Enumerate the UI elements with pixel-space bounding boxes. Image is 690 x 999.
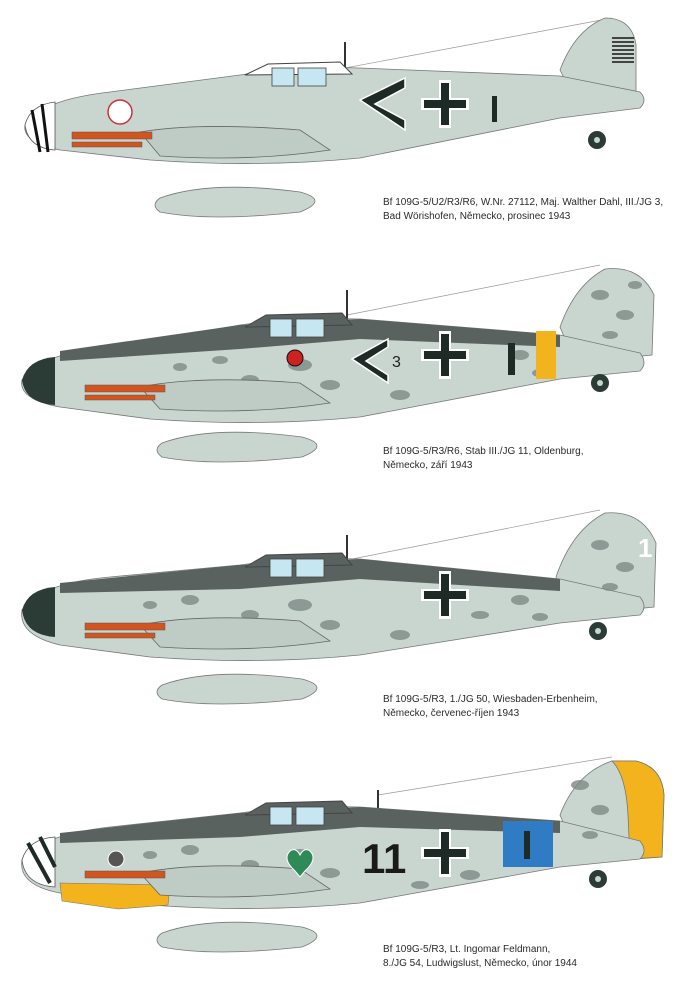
aircraft-profile-3: 1 Bf 109G-5/R3, 1./JG 50, Wiesbaden-Erbe… [0, 505, 690, 745]
caption-line: Bf 109G-5/R3, Lt. Ingomar Feldmann, [383, 944, 551, 955]
fuselage-number-4: 11 [362, 835, 406, 882]
caption-line: Bad Wörishofen, Německo, prosinec 1943 [383, 211, 571, 222]
caption-line: Bf 109G-5/U2/R3/R6, W.Nr. 27112, Maj. Wa… [383, 197, 664, 208]
profile-caption-4: Bf 109G-5/R3, Lt. Ingomar Feldmann, 8./J… [383, 943, 577, 971]
caption-line: Německo, září 1943 [383, 460, 473, 471]
aircraft-drawing-2: 3 [21, 264, 655, 463]
caption-line: Německo, červenec-říjen 1943 [383, 708, 520, 719]
fuselage-number-2: 3 [392, 354, 401, 371]
aircraft-drawing-4: 11 [21, 756, 665, 953]
profile-caption-2: Bf 109G-5/R3/R6, Stab III./JG 11, Oldenb… [383, 445, 583, 473]
profile-caption-1: Bf 109G-5/U2/R3/R6, W.Nr. 27112, Maj. Wa… [383, 196, 663, 224]
caption-line: Bf 109G-5/R3/R6, Stab III./JG 11, Oldenb… [383, 446, 584, 457]
caption-line: 8./JG 54, Ludwigslust, Německo, únor 194… [383, 958, 577, 969]
aircraft-drawing-3: 1 [21, 509, 657, 705]
aircraft-drawing-1 [24, 17, 645, 218]
fuselage-number-3: 1 [638, 533, 652, 563]
aircraft-profile-1: Bf 109G-5/U2/R3/R6, W.Nr. 27112, Maj. Wa… [0, 0, 690, 250]
aircraft-profile-4: 11 Bf 109G-5/R3, Lt. Ingomar Feldmann, 8… [0, 755, 690, 999]
caption-line: Bf 109G-5/R3, 1./JG 50, Wiesbaden-Erbenh… [383, 694, 598, 705]
aircraft-profile-2: 3 Bf 109G-5/R3/R6, Stab III./JG 11, Olde… [0, 255, 690, 495]
profile-caption-3: Bf 109G-5/R3, 1./JG 50, Wiesbaden-Erbenh… [383, 693, 598, 721]
